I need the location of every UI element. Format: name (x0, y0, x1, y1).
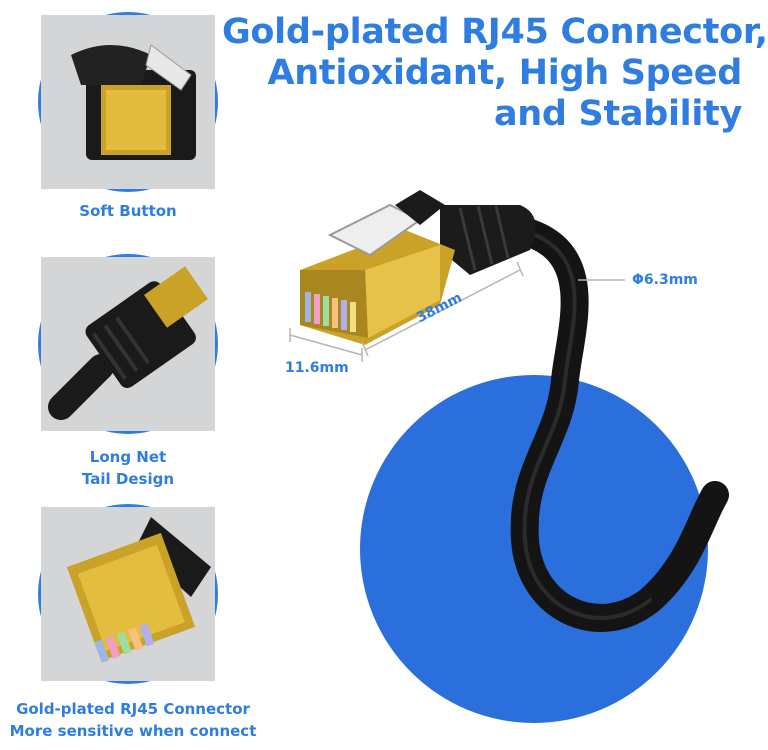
feature-thumbnail-soft-button (38, 12, 218, 192)
connector-contacts (305, 292, 356, 332)
feature-thumbnail-tail-design (38, 254, 218, 434)
headline-line-1: Gold-plated RJ45 Connector, (222, 12, 768, 52)
cable-illustration (289, 190, 729, 632)
feature-caption-tail-design: Long Net Tail Design (81, 448, 175, 488)
connector-boot (440, 205, 536, 275)
dimension-width-label: 11.6mm (285, 360, 349, 376)
connector-tail-illustration (41, 257, 215, 431)
connector-gold-plated-illustration (41, 507, 215, 681)
feature-thumbnail-gold-plated (38, 504, 218, 684)
headline-line-3: and Stability (493, 94, 742, 134)
dimension-diameter-label: Φ6.3mm (632, 272, 698, 288)
connector-soft-button-illustration (41, 15, 215, 189)
feature-caption-soft-button: Soft Button (79, 202, 177, 220)
soft-button-cap (395, 190, 445, 225)
headline: Gold-plated RJ45 Connector, Antioxidant,… (222, 12, 768, 135)
cable-body (506, 216, 729, 632)
feature-caption-gold-plated: Gold-plated RJ45 Connector More sensitiv… (9, 700, 257, 740)
headline-line-2: Antioxidant, High Speed (267, 53, 743, 93)
dimension-lines (289, 261, 625, 362)
